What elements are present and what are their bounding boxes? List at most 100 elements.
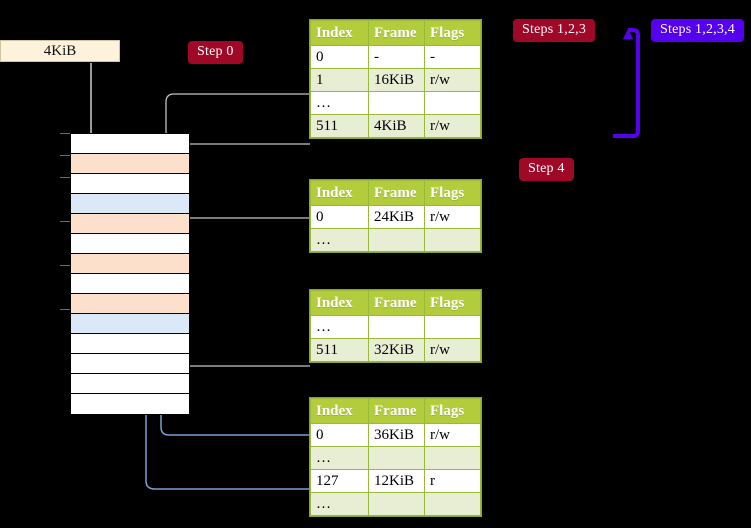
column-header-flags: Flags: [424, 398, 481, 424]
table-row[interactable]: …: [310, 315, 481, 339]
cell-index: …: [310, 228, 369, 252]
mem-tick-3: [60, 221, 72, 222]
column-header-index: Index: [310, 20, 369, 46]
cell-frame: -: [368, 45, 425, 69]
cell-flags: r/w: [424, 338, 481, 362]
cell-frame: 24KiB: [368, 205, 425, 229]
cell-flags: [424, 446, 481, 470]
column-header-flags: Flags: [424, 290, 481, 316]
cell-index: …: [310, 315, 369, 339]
cell-index: 0: [310, 205, 369, 229]
table-row[interactable]: …: [310, 228, 481, 252]
cell-index: 511: [310, 114, 369, 138]
column-header-frame: Frame: [368, 290, 425, 316]
memory-frame-row: [71, 234, 189, 254]
memory-frame-row: [71, 154, 189, 174]
cell-flags: r/w: [424, 114, 481, 138]
connector-table3-to-memory: [174, 312, 310, 367]
cell-frame: [368, 492, 425, 516]
cell-index: …: [310, 492, 369, 516]
ellipsis: …: [316, 318, 332, 335]
physical-memory-column: [70, 133, 190, 415]
step4-badge: Step 4: [519, 158, 574, 181]
cell-frame: 4KiB: [368, 114, 425, 138]
column-header-flags: Flags: [424, 20, 481, 46]
ellipsis: …: [316, 231, 332, 248]
memory-frame-row: [71, 134, 189, 154]
step0-label: Step 0: [197, 44, 234, 59]
memory-frame-row: [71, 374, 189, 394]
table-row[interactable]: …: [310, 91, 481, 115]
connector-table4-row127-to-memory: [139, 330, 310, 490]
cell-frame: [368, 315, 425, 339]
memory-frame-row: [71, 394, 189, 414]
memory-frame-row: [71, 274, 189, 294]
cell-index: 0: [310, 423, 369, 447]
kib-box: 4KiB: [0, 40, 120, 62]
connector-table1-to-memory: [172, 143, 310, 159]
steps123-badge: Steps 1,2,3: [513, 19, 596, 42]
column-header-frame: Frame: [368, 398, 425, 424]
purple-step-bracket-arrow: [613, 28, 640, 138]
cell-flags: [424, 315, 481, 339]
memory-frame-row: [71, 294, 189, 314]
mem-tick-2: [60, 177, 72, 178]
memory-frame-row: [71, 254, 189, 274]
memory-frame-row: [71, 334, 189, 354]
cell-flags: r/w: [424, 205, 481, 229]
column-header-index: Index: [310, 398, 369, 424]
step0-badge: Step 0: [188, 41, 243, 64]
kib-box-label: 4KiB: [43, 42, 77, 59]
cell-flags: [424, 91, 481, 115]
steps123-label: Steps 1,2,3: [522, 22, 587, 37]
column-header-flags: Flags: [424, 180, 481, 206]
memory-frame-row: [71, 174, 189, 194]
cell-index: 1: [310, 68, 369, 92]
ellipsis: …: [316, 94, 332, 111]
cell-frame: [368, 228, 425, 252]
cell-index: 127: [310, 469, 369, 493]
cell-flags: r: [424, 469, 481, 493]
connector-table1-row1-to-memory: [165, 93, 310, 256]
cell-flags: [424, 492, 481, 516]
cell-flags: r/w: [424, 423, 481, 447]
column-header-frame: Frame: [368, 20, 425, 46]
mem-tick-5: [60, 309, 72, 310]
cell-index: …: [310, 91, 369, 115]
column-header-frame: Frame: [368, 180, 425, 206]
connector-table4-row0-to-memory: [154, 214, 310, 436]
table-row[interactable]: 0--: [310, 45, 481, 69]
cell-flags: [424, 228, 481, 252]
memory-frame-row: [71, 214, 189, 234]
column-header-index: Index: [310, 180, 369, 206]
cell-frame: 32KiB: [368, 338, 425, 362]
cell-frame: [368, 446, 425, 470]
column-header-index: Index: [310, 290, 369, 316]
steps1234-badge: Steps 1,2,3,4: [651, 19, 744, 42]
ellipsis: …: [316, 449, 332, 466]
table-row[interactable]: …: [310, 446, 481, 470]
table-row[interactable]: …: [310, 492, 481, 516]
cell-frame: [368, 91, 425, 115]
cell-index: 511: [310, 338, 369, 362]
memory-frame-row: [71, 194, 189, 214]
cell-index: 0: [310, 45, 369, 69]
step4-label: Step 4: [528, 161, 565, 176]
memory-frame-row: [71, 314, 189, 334]
mem-tick-0: [60, 133, 72, 134]
